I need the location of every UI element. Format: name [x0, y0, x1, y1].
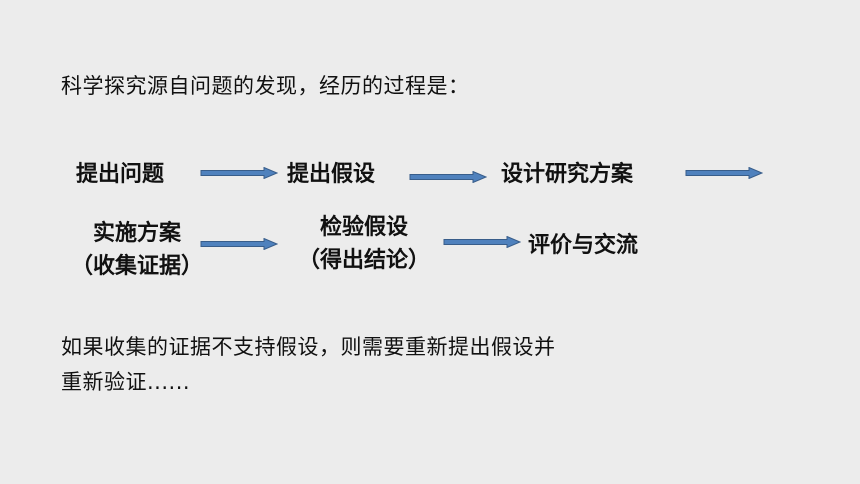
step-test-hypothesis: 检验假设 （得出结论） [283, 211, 445, 277]
step-label-line1: 实施方案 [92, 221, 181, 246]
arrow-right-icon [409, 171, 487, 183]
arrow-right-icon [200, 167, 278, 179]
intro-text: 科学探究源自问题的发现，经历的过程是： [61, 74, 470, 98]
step-label-line2: （收集证据） [70, 254, 203, 279]
step-implement-plan: 实施方案 （收集证据） [56, 217, 218, 283]
step-evaluate-communicate: 评价与交流 [528, 229, 638, 262]
outro-line-2: 重新验证...... [61, 370, 191, 394]
step-label-line1: 检验假设 [319, 215, 408, 240]
step-label-line2: （得出结论） [297, 248, 430, 273]
arrow-right-icon [443, 236, 521, 248]
outro-text: 如果收集的证据不支持假设，则需要重新提出假设并 重新验证...... [61, 330, 556, 400]
step-label: 提出假设 [287, 162, 376, 187]
outro-line-1: 如果收集的证据不支持假设，则需要重新提出假设并 [61, 335, 556, 359]
step-propose-question: 提出问题 [76, 158, 164, 191]
step-label: 提出问题 [76, 162, 165, 187]
step-propose-hypothesis: 提出假设 [287, 158, 375, 191]
arrow-right-icon [685, 167, 763, 179]
step-label: 设计研究方案 [501, 162, 634, 187]
step-design-plan: 设计研究方案 [501, 158, 633, 191]
step-label: 评价与交流 [528, 233, 639, 258]
arrow-right-icon [200, 238, 278, 250]
